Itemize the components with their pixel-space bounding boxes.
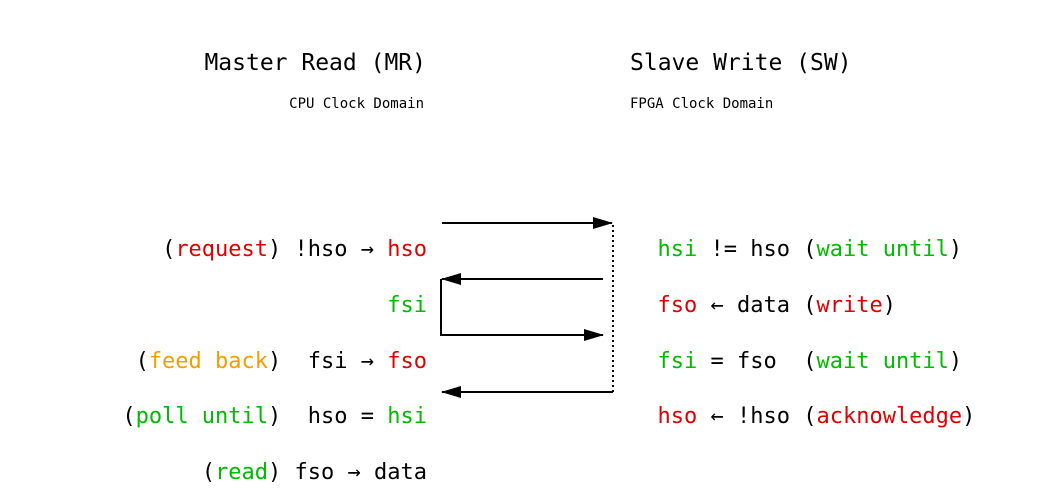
paren-close: )	[882, 293, 896, 318]
paren-close: )	[268, 237, 282, 262]
mr-feedback-expr: fsi →	[281, 349, 388, 374]
feed-back-tag: feed back	[148, 349, 269, 374]
poll-until-tag: poll until	[135, 404, 269, 429]
paren-open: (	[201, 460, 216, 485]
paren-close: )	[268, 349, 282, 374]
paren-open: (	[135, 349, 149, 374]
master-read-title: Master Read (MR)	[204, 50, 426, 76]
fsi-var: fsi	[657, 349, 698, 374]
sw-ack-line: hso ← !hso (acknowledge)	[631, 378, 976, 430]
mr-feedback-line: (feed back) fsi → fso	[109, 323, 427, 375]
mr-poll-line: (poll until) hso = hsi	[96, 378, 427, 430]
read-tag: read	[215, 460, 269, 485]
wait-until-tag: wait until	[816, 237, 949, 262]
paren-close: )	[268, 460, 282, 485]
write-tag: write	[816, 293, 883, 318]
mr-request-line: (request) !hso → hso	[136, 211, 427, 263]
paren-close: )	[268, 404, 282, 429]
mr-request-expr: !hso →	[281, 237, 388, 262]
hsi-var: hsi	[657, 237, 698, 262]
mr-read-expr: fso → data	[281, 460, 427, 485]
paren-open: (	[162, 237, 176, 262]
mr-poll-expr: hso =	[281, 404, 388, 429]
feedback-loop-line	[440, 279, 604, 341]
paren-open: (	[122, 404, 136, 429]
fpga-clock-domain-label: FPGA Clock Domain	[630, 96, 774, 112]
sw-write-expr: ← data (	[697, 293, 817, 318]
wait-until-tag: wait until	[816, 349, 949, 374]
hsi-var: hsi	[387, 404, 427, 429]
paren-close: )	[962, 404, 976, 429]
fsi-var: fsi	[387, 293, 427, 318]
sw-wait-fsi-line: fsi = fso (wait until)	[631, 323, 963, 375]
paren-close: )	[948, 237, 963, 262]
request-tag: request	[175, 237, 269, 262]
sw-wait-hsi-expr: != hso (	[697, 237, 817, 262]
mr-fsi-line: fsi	[361, 267, 427, 319]
hso-var: hso	[387, 237, 427, 262]
cpu-clock-domain-label: CPU Clock Domain	[289, 96, 424, 112]
mr-read-line: (read) fso → data	[175, 434, 427, 486]
sw-wait-hsi-line: hsi != hso (wait until)	[631, 211, 963, 263]
sw-ack-expr: ← !hso (	[697, 404, 817, 429]
fso-var: fso	[657, 293, 698, 318]
hso-var: hso	[657, 404, 698, 429]
slave-write-title: Slave Write (SW)	[630, 50, 852, 76]
sw-wait-fsi-expr: = fso (	[697, 349, 817, 374]
acknowledge-tag: acknowledge	[816, 404, 963, 429]
sw-write-line: fso ← data (write)	[631, 267, 896, 319]
paren-close: )	[948, 349, 963, 374]
fso-var: fso	[387, 349, 427, 374]
